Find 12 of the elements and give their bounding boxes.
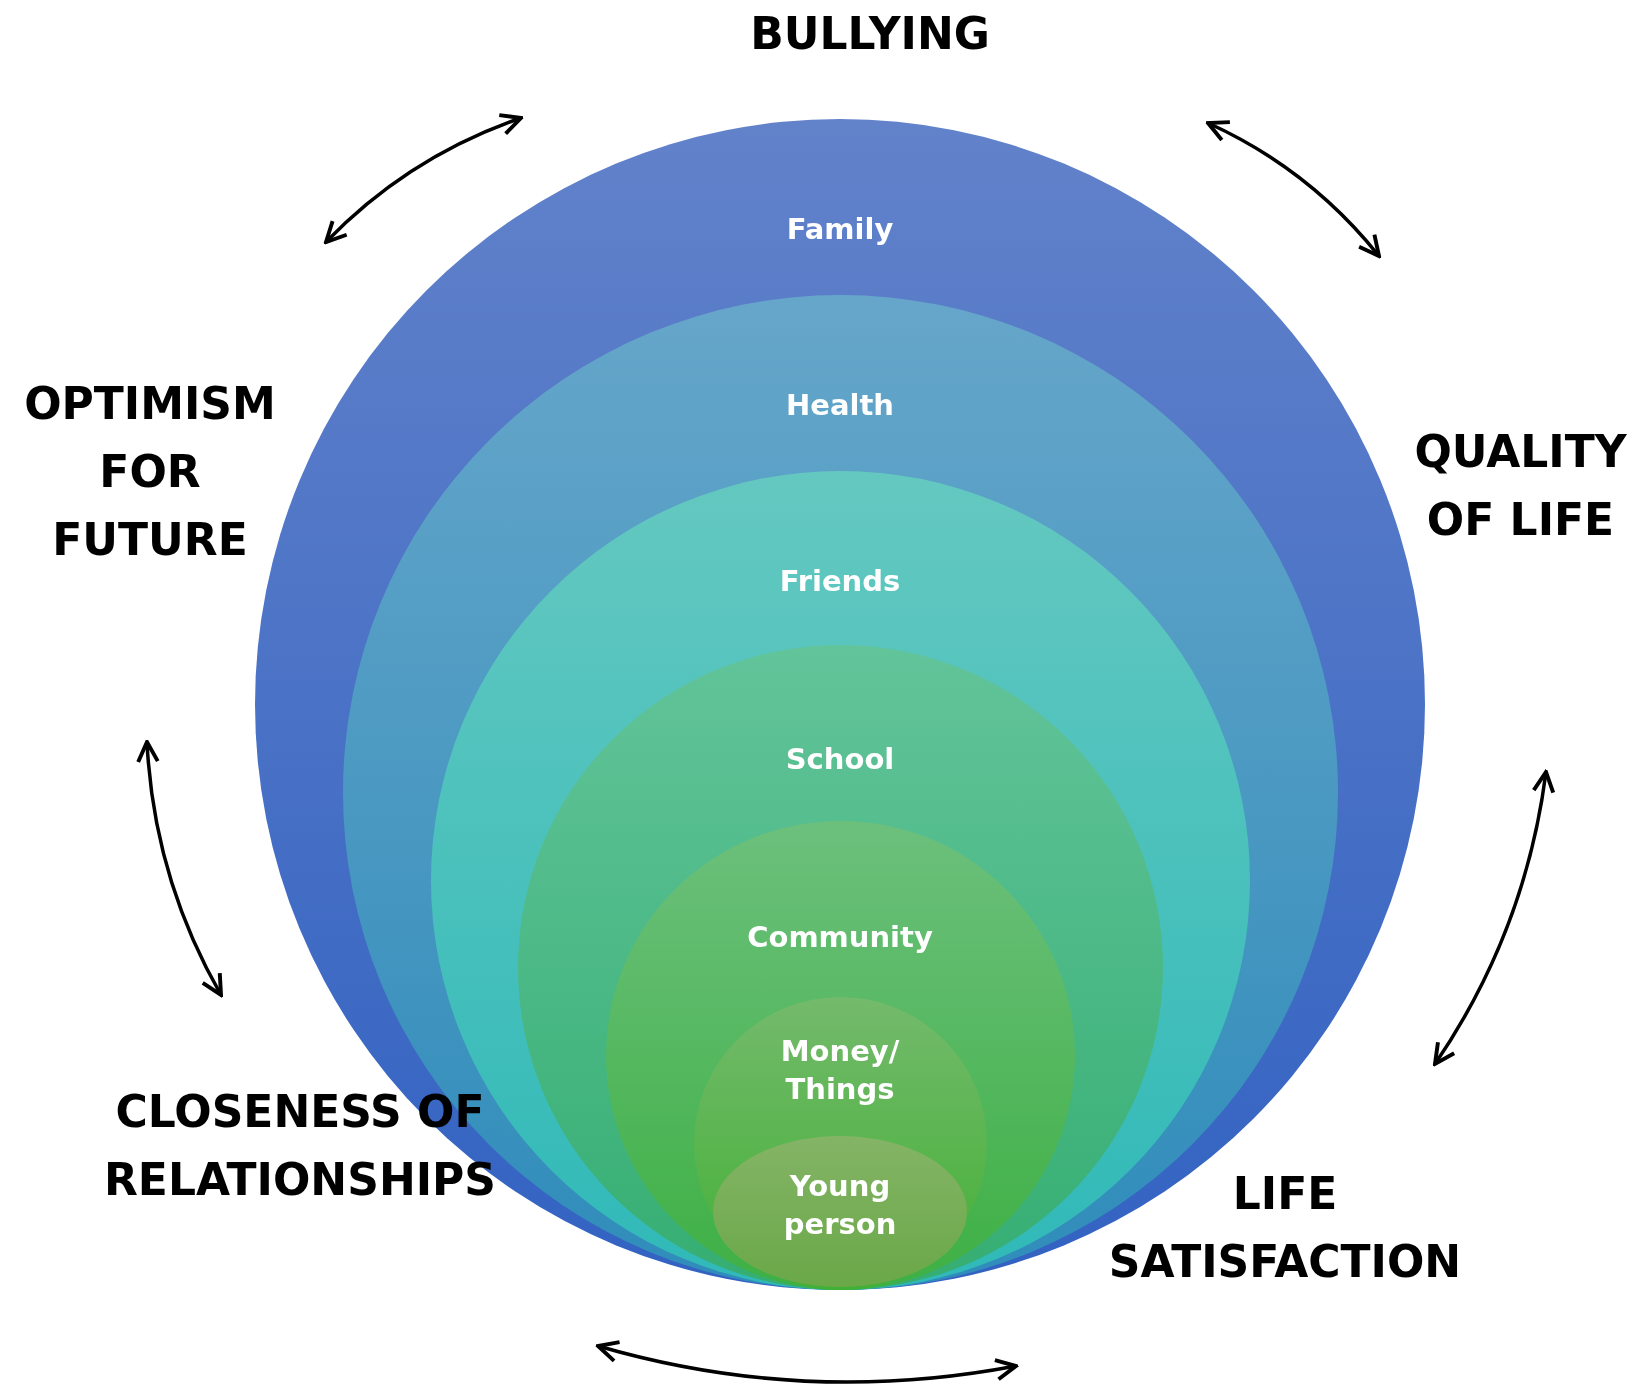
ring-label: Community — [747, 919, 933, 956]
factor-label: OPTIMISM FOR FUTURE — [0, 370, 300, 575]
ring-label: Friends — [779, 563, 901, 600]
factor-label: BULLYING — [700, 0, 1040, 69]
ring-label: School — [785, 741, 895, 778]
ring-label: Money/ Things — [779, 1033, 901, 1108]
ring-label: Young person — [782, 1168, 898, 1243]
factor-label: QUALITY OF LIFE — [1390, 418, 1651, 555]
ring-label: Family — [786, 211, 894, 248]
factor-label: LIFE SATISFACTION — [1085, 1160, 1485, 1297]
factor-label: CLOSENESS OF RELATIONSHIPS — [100, 1078, 500, 1215]
ring-label: Health — [786, 387, 894, 424]
